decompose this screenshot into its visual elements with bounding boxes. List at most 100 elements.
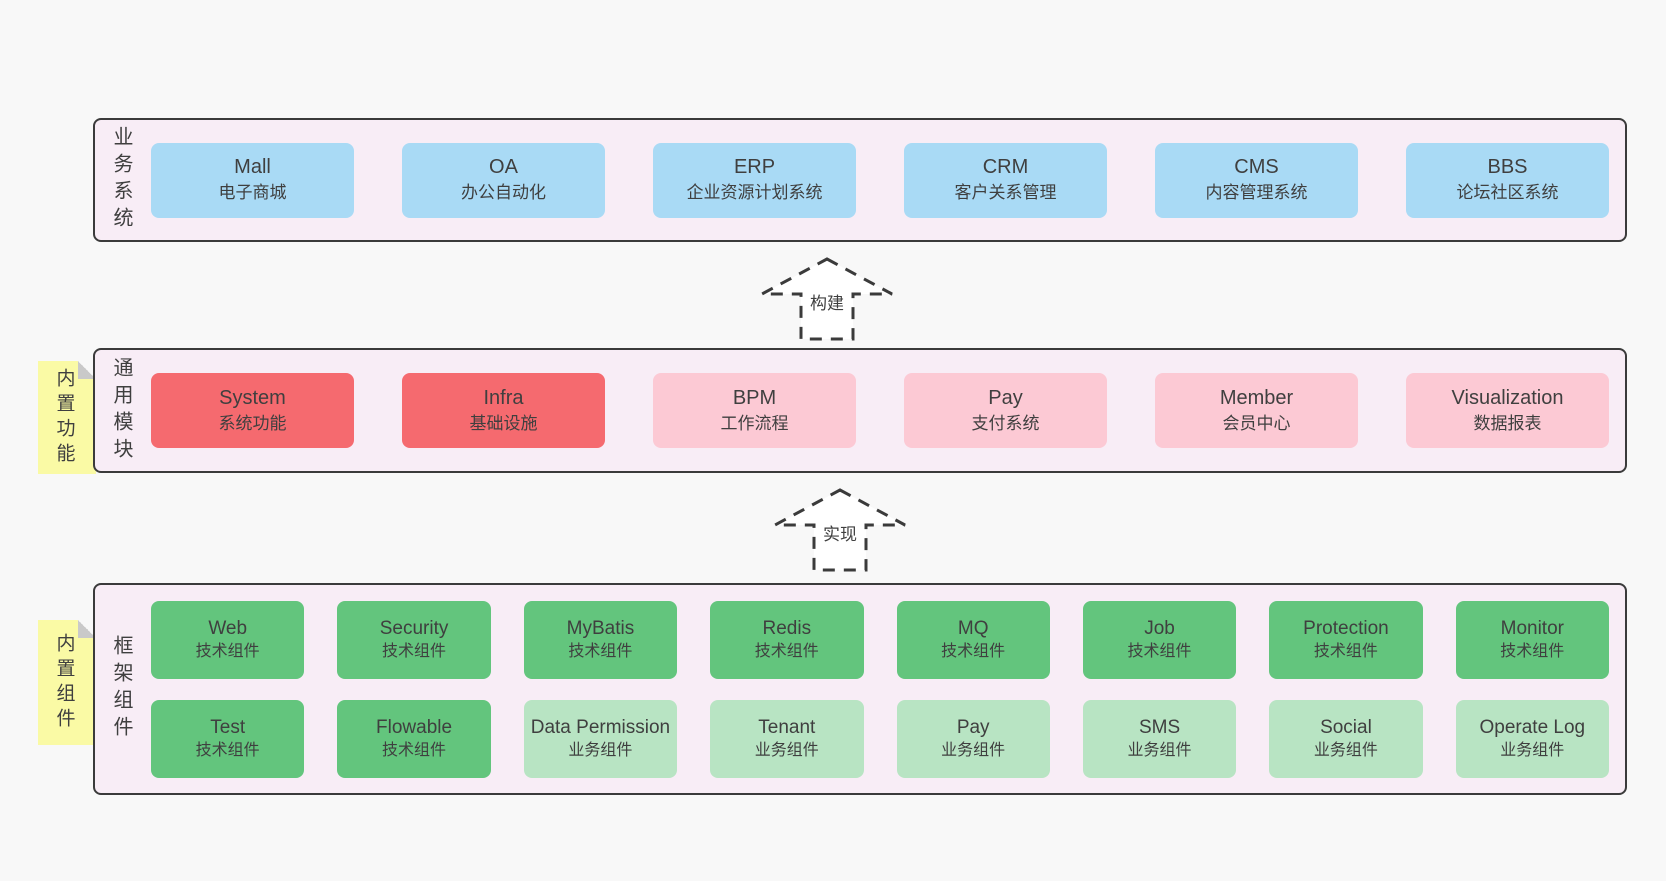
box-bbs: BBS 论坛社区系统: [1406, 142, 1609, 218]
band-business-systems-label: 业务系统: [110, 126, 132, 234]
box-desc: 办公自动化: [461, 183, 546, 202]
box-erp: ERP 企业资源计划系统: [653, 142, 856, 218]
box-redis: Redis 技术组件: [710, 600, 864, 679]
box-name: BBS: [1487, 156, 1528, 178]
box-desc: 技术组件: [195, 642, 260, 660]
box-name: Web: [208, 617, 248, 639]
sticky-built-in-components: 内置组件: [38, 620, 96, 745]
box-name: Member: [1219, 386, 1294, 409]
box-flowable: Flowable 技术组件: [337, 699, 491, 778]
box-name: CRM: [982, 156, 1029, 178]
band-common-modules: 通用模块 System 系统功能 Infra 基础设施 BPM 工作流程 Pay…: [93, 348, 1627, 473]
arrow-build: 构建: [760, 257, 894, 341]
box-desc: 企业资源计划系统: [686, 183, 823, 202]
box-desc: 业务组件: [1313, 741, 1378, 759]
sticky-label: 内置组件: [53, 632, 75, 733]
box-name: Infra: [483, 386, 524, 409]
box-desc: 内容管理系统: [1205, 183, 1308, 202]
box-name: OA: [489, 156, 518, 178]
box-name: Monitor: [1500, 617, 1564, 639]
arrow-implement-label: 实现: [821, 525, 859, 544]
box-crm: CRM 客户关系管理: [904, 142, 1107, 218]
band-common-modules-label: 通用模块: [110, 356, 132, 465]
box-sms: SMS 业务组件: [1082, 699, 1237, 778]
box-name: Pay: [956, 716, 990, 738]
box-desc: 会员中心: [1222, 413, 1291, 433]
box-name: BPM: [732, 386, 777, 409]
box-test: Test 技术组件: [151, 699, 305, 778]
box-desc: 业务组件: [1500, 741, 1565, 759]
box-desc: 业务组件: [1127, 741, 1192, 759]
box-desc: 技术组件: [382, 642, 447, 660]
box-desc: 工作流程: [720, 413, 789, 433]
box-desc: 技术组件: [941, 642, 1006, 660]
box-name: MQ: [957, 617, 989, 639]
box-name: Pay: [988, 386, 1023, 409]
box-bpm: BPM 工作流程: [653, 373, 856, 448]
common-modules-boxes: System 系统功能 Infra 基础设施 BPM 工作流程 Pay 支付系统…: [151, 373, 1609, 448]
box-desc: 数据报表: [1473, 413, 1542, 433]
box-name: Protection: [1303, 617, 1389, 639]
box-name: Social: [1320, 716, 1372, 738]
framework-components-rows: Web 技术组件 Security 技术组件 MyBatis 技术组件 Redi…: [151, 600, 1609, 778]
box-social: Social 业务组件: [1269, 699, 1423, 778]
box-name: Redis: [762, 617, 812, 639]
box-mall: Mall 电子商城: [151, 142, 354, 218]
box-desc: 技术组件: [568, 642, 633, 660]
box-desc: 技术组件: [1127, 642, 1192, 660]
box-desc: 业务组件: [941, 741, 1006, 759]
box-name: System: [219, 386, 286, 409]
box-desc: 业务组件: [754, 741, 819, 759]
components-row-2: Test 技术组件 Flowable 技术组件 Data Permission …: [151, 699, 1609, 778]
band-framework-components: 框架组件 Web 技术组件 Security 技术组件 MyBatis 技术组件…: [93, 583, 1627, 795]
box-system: System 系统功能: [151, 373, 354, 448]
box-mq: MQ 技术组件: [896, 600, 1050, 679]
box-desc: 电子商城: [218, 183, 287, 202]
box-pay-module: Pay 支付系统: [904, 373, 1107, 448]
box-data-permission: Data Permission 业务组件: [523, 699, 678, 778]
box-desc: 技术组件: [1500, 642, 1565, 660]
band-framework-components-label: 框架组件: [110, 635, 132, 743]
box-desc: 技术组件: [195, 741, 260, 759]
box-infra: Infra 基础设施: [402, 373, 605, 448]
components-row-1: Web 技术组件 Security 技术组件 MyBatis 技术组件 Redi…: [151, 600, 1609, 679]
box-name: Security: [379, 617, 449, 639]
box-name: SMS: [1138, 716, 1181, 738]
sticky-label: 内置功能: [53, 367, 75, 468]
box-web: Web 技术组件: [151, 600, 305, 679]
arrow-implement: 实现: [773, 488, 907, 572]
box-name: Flowable: [376, 716, 453, 738]
box-operate-log: Operate Log 业务组件: [1455, 699, 1609, 778]
box-name: Visualization: [1451, 386, 1564, 409]
box-protection: Protection 技术组件: [1269, 600, 1423, 679]
business-systems-boxes: Mall 电子商城 OA 办公自动化 ERP 企业资源计划系统 CRM 客户关系…: [151, 142, 1609, 218]
box-pay-component: Pay 业务组件: [896, 699, 1050, 778]
box-desc: 技术组件: [1313, 642, 1378, 660]
arrow-build-label: 构建: [808, 294, 846, 313]
box-desc: 支付系统: [971, 413, 1040, 433]
box-oa: OA 办公自动化: [402, 142, 605, 218]
box-job: Job 技术组件: [1082, 600, 1237, 679]
box-name: MyBatis: [566, 617, 635, 639]
band-business-systems: 业务系统 Mall 电子商城 OA 办公自动化 ERP 企业资源计划系统 CRM…: [93, 118, 1627, 242]
box-desc: 业务组件: [568, 741, 633, 759]
box-name: Operate Log: [1479, 716, 1586, 738]
box-name: ERP: [733, 156, 776, 178]
box-tenant: Tenant 业务组件: [710, 699, 864, 778]
box-monitor: Monitor 技术组件: [1455, 600, 1609, 679]
box-name: CMS: [1234, 156, 1279, 178]
box-desc: 技术组件: [382, 741, 447, 759]
box-name: Test: [210, 716, 246, 738]
box-mybatis: MyBatis 技术组件: [523, 600, 678, 679]
box-security: Security 技术组件: [337, 600, 491, 679]
box-name: Job: [1144, 617, 1175, 639]
sticky-built-in-features: 内置功能: [38, 361, 96, 474]
box-name: Mall: [234, 156, 271, 178]
box-desc: 论坛社区系统: [1456, 183, 1559, 202]
box-member: Member 会员中心: [1155, 373, 1358, 448]
box-name: Tenant: [758, 716, 816, 738]
box-desc: 基础设施: [469, 413, 538, 433]
box-desc: 客户关系管理: [954, 183, 1057, 202]
box-desc: 技术组件: [754, 642, 819, 660]
